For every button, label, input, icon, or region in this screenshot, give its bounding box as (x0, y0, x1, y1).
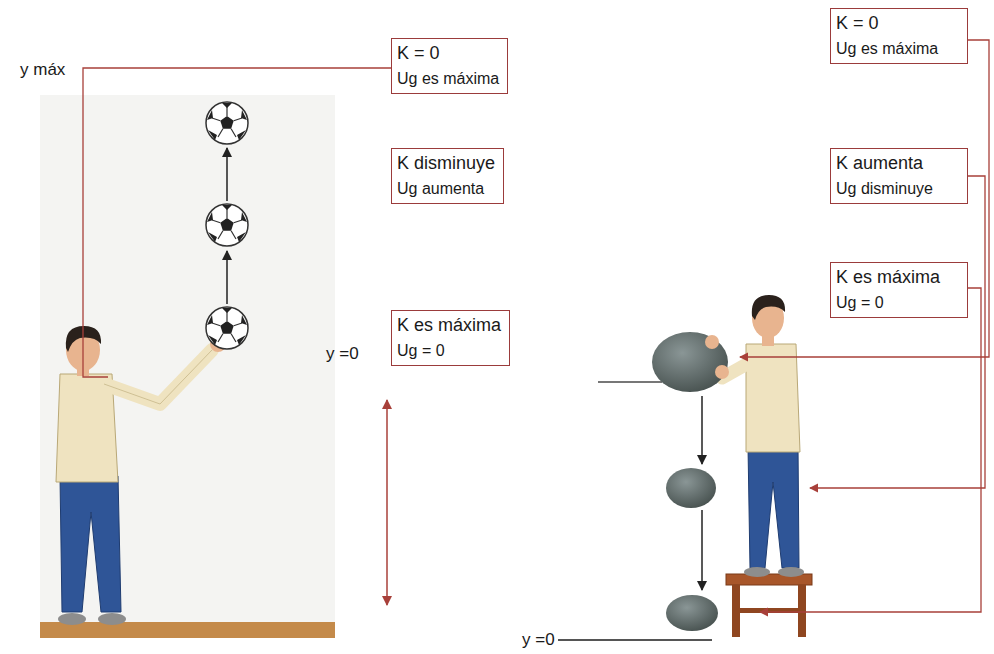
leader-line (760, 288, 981, 612)
scene-background (40, 95, 335, 625)
energy-text: Ug = 0 (836, 293, 960, 313)
energy-text: Ug es máxima (397, 69, 500, 89)
motion-arrow (226, 251, 228, 304)
energy-state-box: K es máxima Ug = 0 (391, 310, 510, 366)
soccer-ball (206, 102, 248, 144)
energy-state-box: K disminuye Ug aumenta (391, 148, 504, 204)
motion-arrow (701, 510, 703, 590)
leader-line (740, 40, 989, 357)
leader-line (810, 176, 985, 488)
height-arrow (386, 400, 388, 605)
hand (705, 335, 719, 349)
energy-state-box: K aumenta Ug disminuye (830, 148, 968, 204)
soccer-ball (206, 204, 248, 246)
motion-arrow (701, 396, 703, 464)
axis-label: y =0 (522, 630, 555, 650)
boy-figure (56, 326, 226, 625)
energy-state-box: K = 0 Ug es máxima (391, 38, 508, 94)
energy-text: Ug = 0 (397, 341, 502, 361)
energy-text: Ug es máxima (836, 39, 960, 59)
axis-label: y máx (20, 60, 65, 80)
energy-text: K es máxima (836, 266, 960, 289)
soccer-ball (206, 307, 248, 349)
rock (666, 595, 718, 631)
hand (715, 365, 729, 379)
energy-text: K disminuye (397, 152, 496, 175)
leader-line (83, 68, 391, 377)
energy-text: K es máxima (397, 314, 502, 337)
start-level-line (598, 381, 662, 383)
energy-text: Ug aumenta (397, 179, 496, 199)
energy-state-box: K = 0 Ug es máxima (830, 8, 968, 64)
rock (652, 332, 728, 392)
energy-text: K aumenta (836, 152, 960, 175)
boy-figure (708, 295, 804, 577)
energy-text: K = 0 (836, 12, 960, 35)
motion-arrow (226, 148, 228, 201)
stool (726, 574, 812, 637)
ground-level-line (558, 639, 712, 641)
rock (666, 468, 716, 508)
energy-state-box: K es máxima Ug = 0 (830, 262, 968, 318)
axis-label: y =0 (326, 344, 359, 364)
floor (40, 622, 335, 638)
energy-text: K = 0 (397, 42, 500, 65)
energy-text: Ug disminuye (836, 179, 960, 199)
